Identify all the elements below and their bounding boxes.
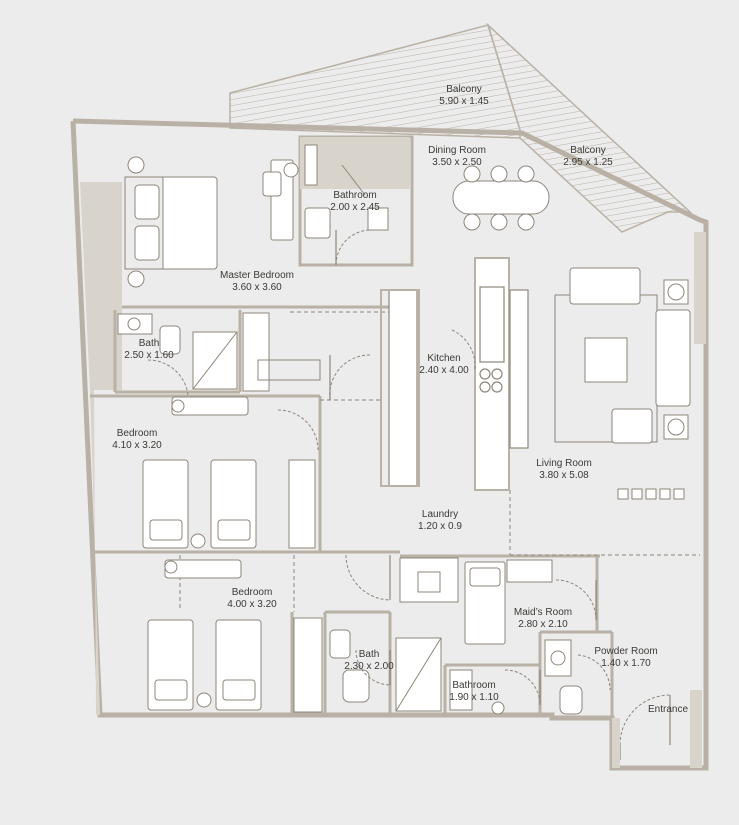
dining-table [452,165,550,231]
balcony-large-area [229,24,521,139]
master-bed [124,156,218,288]
door-panels [329,230,671,760]
room-size: 2.95 x 1.25 [563,157,613,168]
master-desk-chair [262,159,294,241]
room-label-master-bedroom: Master Bedroom 3.60 x 3.60 [220,270,294,294]
room-name: Bath [358,649,380,660]
room-label-powder-room: Powder Room 1.40 x 1.70 [594,646,657,670]
room-size: 2.30 x 2.00 [344,661,394,672]
kitchen-counters [380,257,529,491]
maids-room-furniture [464,559,553,645]
room-size: 1.20 x 0.9 [418,521,462,532]
room-size: 3.50 x 2.50 [432,157,482,168]
room-size: 4.00 x 3.20 [227,599,277,610]
room-label-bathroom-master: Bathroom 2.00 x 2.45 [330,190,379,214]
room-name: Living Room [536,458,592,469]
bath-1-fixtures [117,313,238,390]
room-size: 2.40 x 4.00 [419,365,469,376]
room-label-living-room: Living Room 3.80 x 5.08 [536,458,592,482]
door-swings [147,229,671,746]
room-name: Balcony [446,84,482,95]
room-name: Maid’s Room [513,607,573,618]
room-label-bedroom-1: Bedroom 4.10 x 3.20 [112,428,161,452]
room-name: Bathroom [333,190,377,201]
room-label-bathroom-small: Bathroom 1.90 x 1.10 [449,680,498,704]
balcony-small-area [486,22,692,233]
room-label-bath-2: Bath 2.30 x 2.00 [344,649,393,673]
room-name: Bedroom [116,428,158,439]
master-bathroom-fixtures [283,144,389,239]
room-size: 2.00 x 2.45 [330,202,380,213]
room-size: 1.40 x 1.70 [601,658,651,669]
room-size: 3.60 x 3.60 [232,282,282,293]
room-label-laundry: Laundry 1.20 x 0.9 [418,509,462,533]
room-label-balcony-small: Balcony 2.95 x 1.25 [563,145,612,169]
room-label-bedroom-2: Bedroom 4.00 x 3.20 [227,587,276,611]
powder-room-fixtures [544,639,583,715]
room-size: 5.90 x 1.45 [439,96,489,107]
room-name: Entrance [647,704,689,715]
room-size: 3.80 x 5.08 [539,470,589,481]
room-size: 2.50 x 1.60 [124,350,174,361]
bathroom-small-fixtures [449,669,505,715]
room-label-kitchen: Kitchen 2.40 x 4.00 [419,353,468,377]
living-room-furniture [554,232,706,500]
room-label-dining-room: Dining Room 3.50 x 2.50 [428,145,486,169]
room-name: Master Bedroom [220,270,294,281]
room-name: Laundry [421,509,459,520]
room-name: Balcony [570,145,606,156]
room-name: Bathroom [452,680,496,691]
room-label-maids-room: Maid’s Room 2.80 x 2.10 [514,607,572,631]
room-label-balcony-large: Balcony 5.90 x 1.45 [439,84,488,108]
room-size: 2.80 x 2.10 [518,619,568,630]
bedroom-1-furniture [142,396,316,549]
bedroom-2-furniture [147,559,323,713]
closet-1 [242,312,321,392]
room-name: Bedroom [231,587,273,598]
entrance-walls [612,690,702,768]
room-name: Dining Room [428,145,486,156]
room-label-entrance: Entrance [648,704,688,716]
room-name: Powder Room [594,646,658,657]
room-name: Kitchen [427,353,461,364]
room-name: Bath [138,338,160,349]
room-label-bath-1: Bath 2.50 x 1.60 [124,338,173,362]
laundry-fixtures [399,557,459,603]
bath-2-fixtures [329,629,442,712]
room-size: 4.10 x 3.20 [112,440,162,451]
room-size: 1.90 x 1.10 [449,692,499,703]
